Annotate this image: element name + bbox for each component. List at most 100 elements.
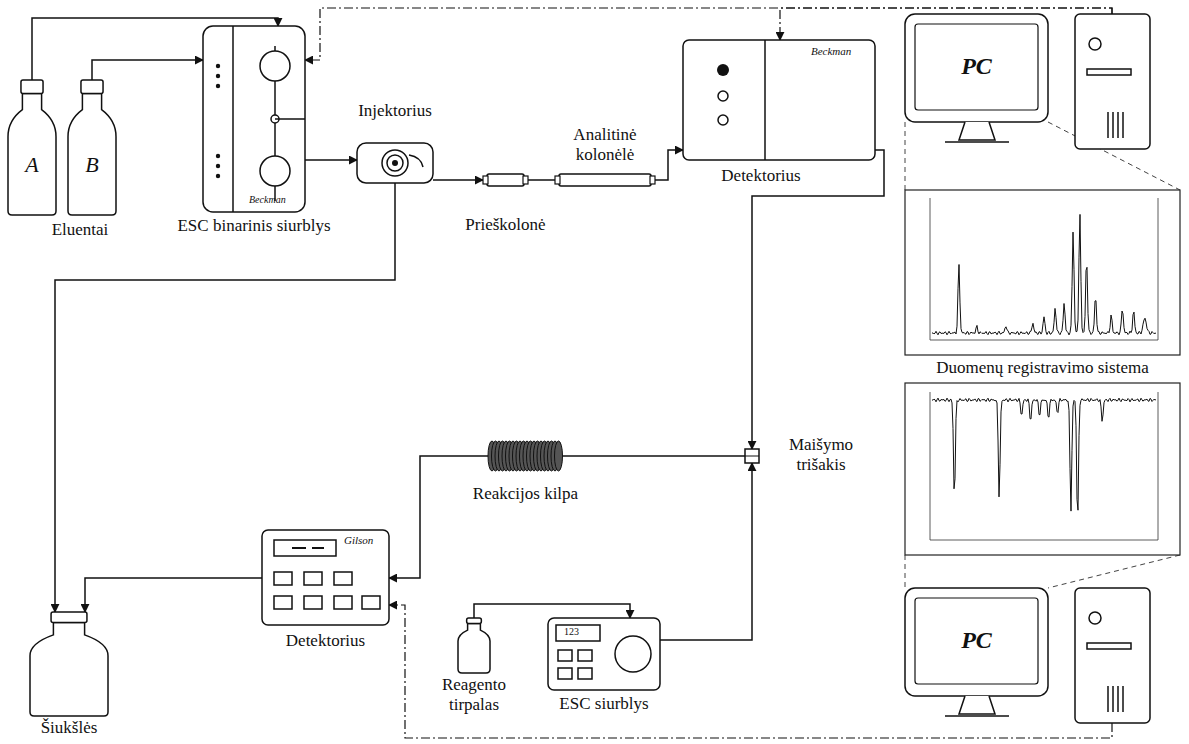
drawing-stroke bbox=[274, 596, 292, 609]
computer-outline bbox=[905, 14, 1150, 149]
drawing-stroke bbox=[21, 80, 43, 94]
drawing-stroke bbox=[1087, 643, 1131, 649]
computer: PC bbox=[905, 588, 1150, 723]
drawing-stroke bbox=[683, 40, 875, 160]
flow-line bbox=[528, 179, 555, 181]
drawing-stroke bbox=[30, 622, 108, 716]
drawing-stroke bbox=[905, 190, 1180, 355]
post-column-detector: GilsonDetektorius bbox=[262, 530, 389, 625]
drawing-stroke bbox=[467, 618, 482, 624]
mixing-tee: Maišymo trišakis bbox=[745, 449, 759, 463]
component-label: ESC binarinis siurblys bbox=[169, 216, 339, 236]
device-label: B bbox=[85, 152, 98, 178]
drawing-stroke bbox=[945, 141, 1009, 143]
group-label: Eluentai bbox=[50, 220, 111, 240]
device-label: PC bbox=[961, 626, 992, 655]
drawing-stroke bbox=[1117, 112, 1119, 138]
drawing-stroke bbox=[718, 91, 728, 101]
flow-line bbox=[389, 456, 488, 578]
mixing-tee-outline bbox=[745, 449, 759, 463]
drawing-stroke bbox=[578, 650, 592, 661]
drawing-stroke bbox=[718, 115, 728, 125]
component-label: Analitinė kolonėlė bbox=[555, 125, 655, 165]
drawing-stroke bbox=[905, 122, 1180, 588]
drawing-stroke bbox=[555, 176, 560, 184]
drawing-stroke bbox=[932, 214, 1156, 511]
drawing-stroke bbox=[274, 540, 336, 556]
drawing-stroke bbox=[905, 383, 1180, 555]
drawing-stroke bbox=[932, 214, 1156, 335]
drawing-stroke bbox=[745, 449, 759, 463]
drawing-stroke bbox=[915, 24, 1038, 110]
drawing-stroke bbox=[392, 160, 398, 166]
component-label: Šiukšlės bbox=[41, 718, 98, 738]
drawing-stroke bbox=[915, 598, 1038, 684]
flow-line bbox=[563, 455, 745, 457]
drawing-stroke bbox=[905, 588, 1048, 696]
computer: PC bbox=[905, 14, 1150, 149]
drawing-stroke bbox=[556, 625, 600, 641]
drawing-stroke bbox=[905, 555, 906, 588]
drawing-stroke bbox=[458, 624, 490, 674]
drawing-stroke bbox=[930, 340, 1158, 341]
eluent-bottle-outline bbox=[8, 80, 56, 215]
drawing-stroke bbox=[304, 596, 322, 609]
drawing-stroke bbox=[930, 198, 931, 340]
injector-outline bbox=[357, 143, 433, 183]
drawing-stroke bbox=[216, 154, 220, 158]
component-label: Detektorius bbox=[286, 631, 365, 651]
drawing-stroke bbox=[260, 156, 290, 186]
drawing-stroke bbox=[260, 51, 290, 81]
drawing-stroke bbox=[409, 155, 423, 167]
waste-bottle: Šiukšlės bbox=[30, 612, 108, 716]
drawing-stroke bbox=[615, 636, 651, 672]
drawing-stroke bbox=[1112, 112, 1114, 138]
drawing-stroke bbox=[1048, 555, 1180, 588]
drawing-stroke bbox=[203, 26, 305, 212]
drawing-stroke bbox=[1158, 392, 1159, 540]
drawing-stroke bbox=[292, 547, 306, 549]
drawing-stroke bbox=[745, 456, 759, 457]
drawing-stroke bbox=[334, 572, 352, 585]
component-label: Detektorius bbox=[721, 166, 800, 186]
uv-detector: BeckmanDetektorius bbox=[683, 40, 875, 160]
uv-detector-outline bbox=[683, 40, 875, 160]
drawing-stroke bbox=[1107, 112, 1109, 138]
drawing-stroke bbox=[487, 174, 524, 186]
device-label: Gilson bbox=[344, 534, 373, 547]
eluent-bottle: B bbox=[68, 80, 116, 215]
drawing-stroke bbox=[1112, 686, 1114, 712]
binary-pump: BeckmanESC binarinis siurblys bbox=[203, 26, 305, 212]
drawing-stroke bbox=[387, 155, 403, 171]
drawing-stroke bbox=[357, 143, 433, 183]
drawing-stroke bbox=[1107, 686, 1109, 712]
device-label: 123 bbox=[564, 626, 579, 638]
analytical-column-outline bbox=[555, 173, 655, 187]
drawing-stroke bbox=[51, 612, 87, 622]
component-label: Reakcijos kilpa bbox=[473, 484, 578, 504]
reagent-pump: 123ESC siurblys bbox=[548, 618, 660, 690]
device-label: PC bbox=[961, 52, 992, 81]
flow-line bbox=[85, 578, 262, 612]
drawing-stroke bbox=[1122, 686, 1124, 712]
drawing-stroke bbox=[905, 190, 1180, 555]
drawing-stroke bbox=[1158, 198, 1159, 340]
eluent-bottle: A bbox=[8, 80, 56, 215]
drawing-stroke bbox=[362, 596, 380, 609]
drawing-stroke bbox=[1117, 686, 1119, 712]
drawing-stroke bbox=[523, 176, 528, 184]
drawing-stroke bbox=[578, 668, 592, 679]
drawing-stroke bbox=[932, 398, 1156, 511]
drawing-stroke bbox=[945, 715, 1009, 717]
drawing-stroke bbox=[558, 668, 572, 679]
drawing-stroke bbox=[275, 118, 305, 120]
drawing-stroke bbox=[959, 696, 995, 714]
drawing-stroke bbox=[483, 176, 488, 184]
drawing-stroke bbox=[216, 74, 220, 78]
computer-outline bbox=[905, 588, 1150, 723]
drawing-stroke bbox=[382, 150, 408, 176]
drawing-stroke bbox=[1122, 112, 1124, 138]
drawing-stroke bbox=[717, 64, 729, 76]
component-label: Maišymo trišakis bbox=[775, 435, 867, 475]
drawing-stroke bbox=[1075, 588, 1150, 723]
